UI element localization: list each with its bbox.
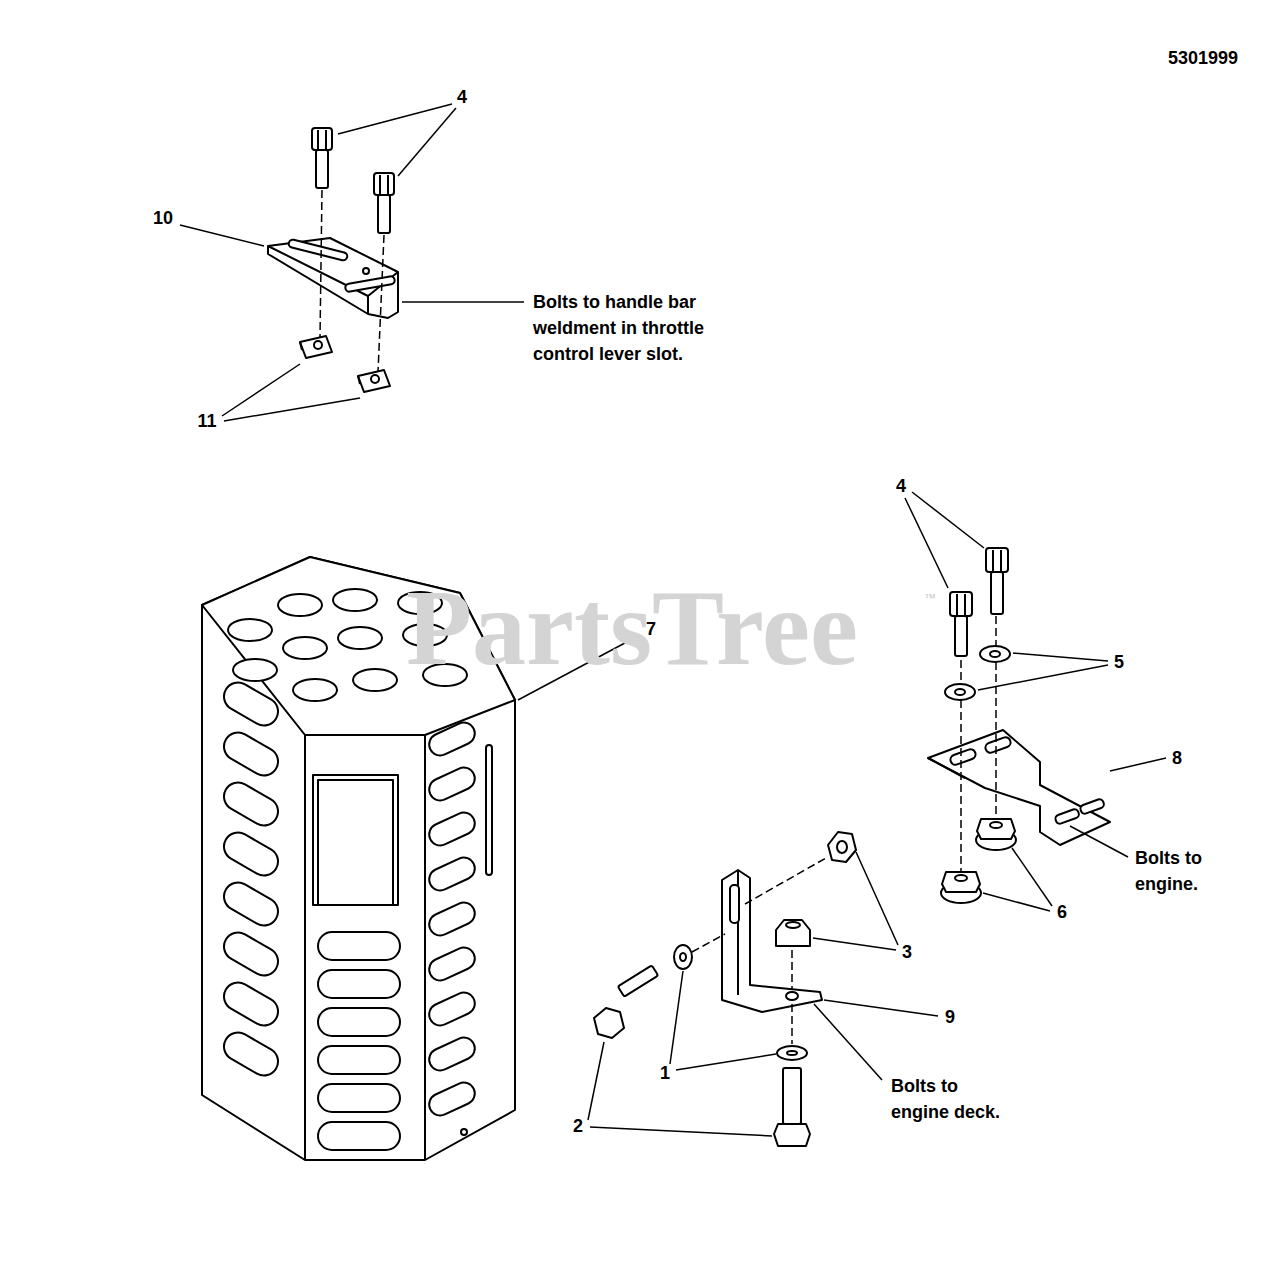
axis-line	[692, 858, 826, 1044]
deck-bracket	[722, 870, 822, 1012]
callout-number: 9	[945, 1004, 955, 1030]
leader-line	[180, 104, 1166, 1136]
engine-bracket	[928, 730, 1110, 845]
throttle-bracket	[268, 238, 398, 318]
callout-number: 5	[1114, 649, 1124, 675]
bolt	[950, 548, 1008, 656]
washer	[945, 646, 1010, 700]
callout-number: 7	[646, 616, 656, 642]
callout-number: 11	[197, 408, 216, 434]
note: Bolts to engine deck.	[891, 1073, 1016, 1125]
callout-number: 2	[573, 1113, 583, 1139]
nut	[776, 832, 856, 946]
callout-number: 4	[457, 84, 467, 110]
flange-nut	[941, 819, 1016, 903]
callout-number: 3	[902, 939, 912, 965]
clip-nut	[300, 336, 390, 392]
trademark: ™	[924, 592, 936, 604]
callout-number: 1	[660, 1060, 670, 1086]
note: Bolts to engine.	[1135, 845, 1225, 897]
washer	[674, 945, 807, 1060]
drawing-number: 5301999	[1168, 45, 1238, 71]
callout-number: 10	[153, 205, 173, 231]
bolt	[312, 128, 394, 233]
watermark: PartsTree	[406, 574, 858, 682]
callout-number: 6	[1057, 899, 1067, 925]
bolt	[594, 965, 810, 1146]
note: Bolts to handle bar weldment in throttle…	[533, 289, 733, 367]
callout-number: 4	[896, 473, 906, 499]
callout-number: 8	[1172, 745, 1182, 771]
